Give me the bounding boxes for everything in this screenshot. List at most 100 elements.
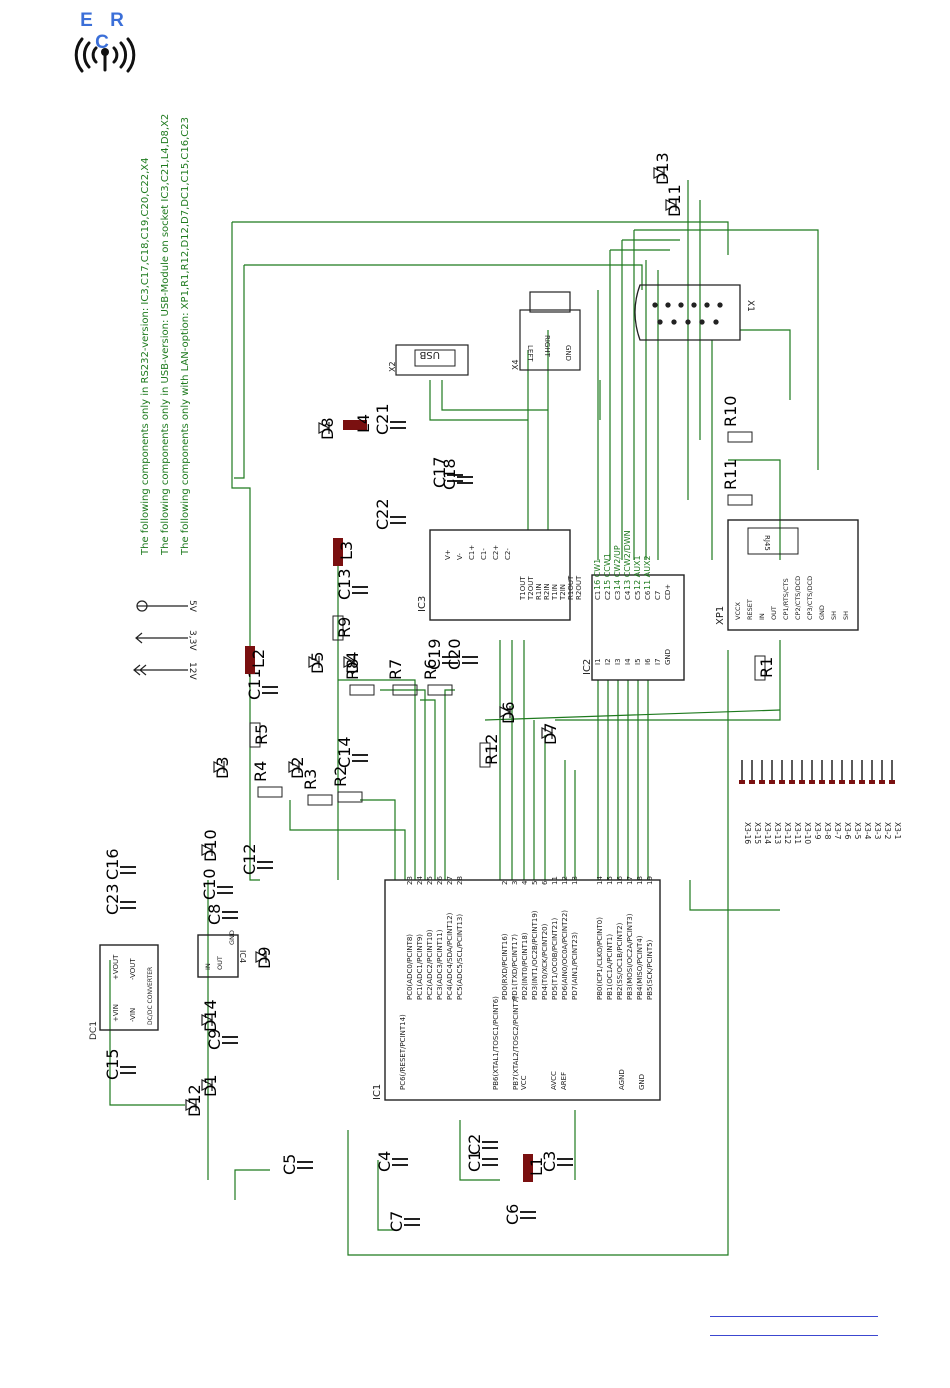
resistor-label: R8: [343, 659, 362, 680]
x3-pin-label: X3-5: [853, 822, 862, 840]
ic4-label: IC4: [238, 950, 247, 963]
diode-label: D9: [255, 947, 274, 970]
inductor-label: L2: [249, 649, 268, 668]
capacitor-label: C2: [465, 1134, 484, 1155]
diode-label: D2: [288, 757, 307, 780]
notes-block: The following components only in RS232-v…: [140, 114, 191, 556]
capacitor-label: C5: [280, 1154, 299, 1175]
ic1-right-pin: PB1(OC1A/PCINT1): [606, 934, 614, 1000]
ic1-right-pin: PD0(RXD/PCINT16): [501, 933, 509, 1000]
capacitor-label: C10: [200, 868, 219, 900]
ic1-right-pin: PC4(ADC4/SDA/PCINT12): [446, 912, 454, 1000]
xp1-rj45-label: RJ45: [763, 535, 771, 551]
ic2-input-pin: GND: [664, 649, 672, 665]
x3-pin-pad: [739, 780, 745, 784]
capacitor-label: C6: [503, 1204, 522, 1225]
ic1-pin-number: 25: [426, 876, 434, 885]
capacitor-label: C9: [205, 1029, 224, 1050]
ic3-pin: T2OUT: [527, 576, 535, 601]
diode-d1: D1: [201, 1075, 220, 1098]
x3-pin-label: X3-1: [893, 822, 902, 840]
footer-link-2[interactable]: [710, 1335, 878, 1336]
resistor-r11: R11: [721, 459, 753, 506]
resistor-r6: R6: [421, 659, 453, 696]
x1-label: X1: [745, 300, 755, 312]
legend-5v: 5V: [187, 600, 197, 613]
xp1-pin: CP3/CTS/DCD: [806, 576, 814, 620]
x3-pin-pad: [779, 780, 785, 784]
resistor-label: R9: [335, 617, 354, 638]
x4-right: RIGHT: [543, 335, 551, 358]
x3-pin-label: X3-10: [803, 822, 812, 844]
x3-pin-pad: [889, 780, 895, 784]
ic3-pin: C2-: [504, 548, 512, 560]
ic1-right-pin: PC0(ADC0/PCINT8): [406, 934, 414, 1000]
resistor-r12: R12: [479, 734, 501, 768]
ic1-microcontroller: IC1 PC6(/RESET/PCINT14)PB6(XTAL1/TOSC1/P…: [372, 876, 661, 1101]
x3-pin-label: X3-6: [843, 822, 852, 840]
diode-label: D12: [185, 1084, 204, 1117]
diode-d12: D12: [185, 1084, 204, 1117]
capacitor-label: C8: [205, 904, 224, 925]
x3-pin-pad: [799, 780, 805, 784]
ic2-input-pin: I6: [644, 658, 652, 665]
ic2-output-label: 13 CCW2/DWN: [623, 530, 632, 590]
resistor-r8: R8: [343, 659, 375, 696]
xp1-pin: SH: [830, 611, 838, 620]
capacitor-label: C4: [375, 1151, 394, 1172]
capacitor-c13: C13: [335, 568, 368, 600]
capacitor-c19: C19: [425, 638, 458, 670]
ic1-pin-number: 19: [646, 876, 654, 885]
resistor-r3: R3: [301, 769, 333, 806]
ic1-left-pin: GND: [638, 1074, 646, 1090]
ic1-pin-number: 27: [446, 876, 454, 885]
capacitor-label: C12: [240, 843, 259, 875]
xp1-pin: VCCX: [734, 601, 742, 620]
capacitor-c1: C1: [465, 1151, 498, 1172]
x4-gnd: GND: [564, 345, 572, 361]
x3-pin-label: X3-13: [773, 822, 782, 844]
ic2-input-pin: I7: [654, 658, 662, 665]
capacitor-c4: C4: [375, 1151, 408, 1172]
ic1-right-pin: PD3(INT1/OC2B/PCINT19): [531, 910, 539, 1000]
x3-pin-label: X3-9: [813, 822, 822, 840]
x3-pin-pad: [839, 780, 845, 784]
resistor-r10: R10: [721, 396, 753, 443]
ic1-right-pin: PB5(SCK/PCINT5): [646, 939, 654, 1000]
note-usb: The following components only in USB-ver…: [160, 114, 171, 556]
dc1-converter: DC1 DC/DC CONVERTER +VIN+VOUT-VIN-VOUT: [89, 944, 159, 1040]
x3-pin-label: X3-16: [743, 822, 752, 844]
ic2-output-pin: CD+: [664, 584, 672, 600]
note-rs232: The following components only in RS232-v…: [140, 157, 151, 556]
capacitor-label: C23: [103, 883, 122, 915]
resistor-label: R3: [301, 769, 320, 790]
x3-pin-label: X3-2: [883, 822, 892, 840]
x3-pin-pad: [809, 780, 815, 784]
footer-link-1[interactable]: [710, 1316, 878, 1317]
inductor-l3: L3: [333, 538, 356, 566]
x4-audio-connector: X4 LEFT RIGHT GND: [511, 291, 581, 371]
ic1-pin-number: 13: [571, 876, 579, 885]
x2-usb-connector: USB X2: [388, 344, 469, 376]
ic1-pin-number: 16: [616, 876, 624, 885]
ic3-pin: R2IN: [543, 583, 551, 600]
ic1-pin-number: 3: [511, 881, 519, 885]
ic4-pin: GND: [228, 930, 236, 945]
ic3-pin: R1IN: [535, 583, 543, 600]
xp1-pin: IN: [758, 613, 766, 620]
ic1-pin-number: 12: [561, 876, 569, 885]
ic1-left-pin: AGND: [618, 1069, 626, 1090]
ic1-left-pin: PC6(/RESET/PCINT14): [399, 1014, 407, 1090]
ic2-label: IC2: [582, 659, 593, 675]
ic1-right-pin: PD4(T0/XCK/PCINT20): [541, 923, 549, 1000]
diode-d3: D3: [213, 757, 232, 780]
diode-d13: D13: [653, 152, 672, 185]
ic1-right-pin: PB3(MOSI/OC2A/PCINT3): [626, 913, 634, 1000]
usb-label: USB: [419, 349, 440, 360]
capacitor-label: C20: [445, 638, 464, 670]
diode-label: D6: [499, 702, 518, 725]
ic1-right-pin: PC5(ADC5/SCL/PCINT13): [456, 914, 464, 1000]
